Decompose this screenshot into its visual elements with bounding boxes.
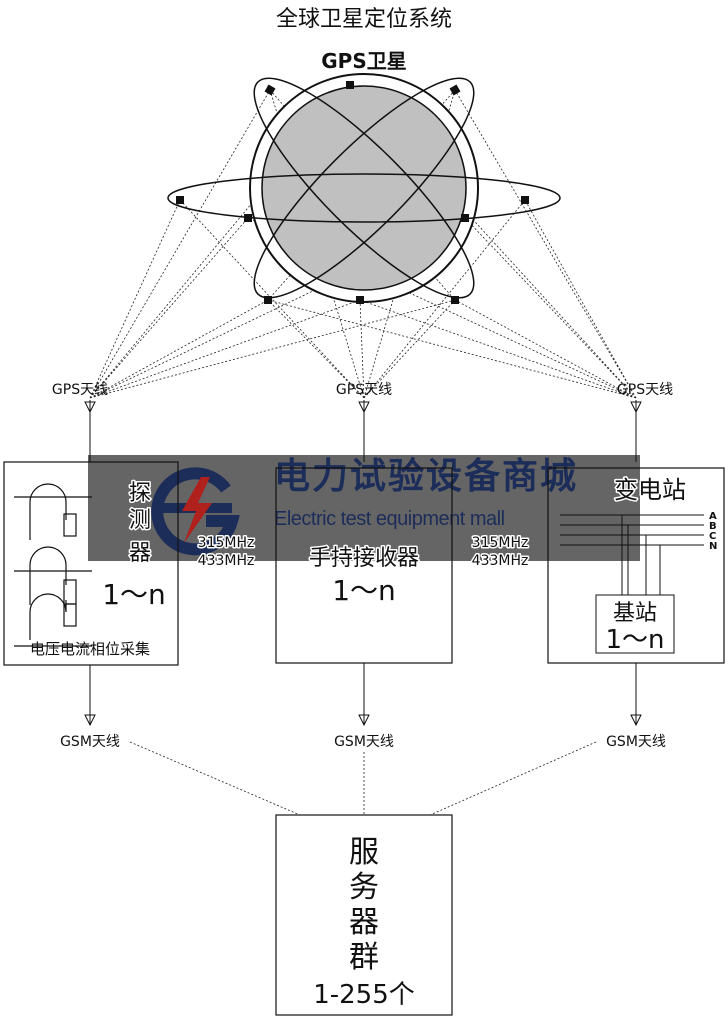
detector-box: 探 测 器 1～n 电压电流相位采集 (3, 461, 179, 666)
clamp-sensor-icons (14, 483, 92, 647)
phase-n: N (709, 541, 717, 552)
gps-antennas (84, 400, 642, 462)
gps-antenna-label-left: GPS天线 (52, 382, 108, 398)
gsm-antenna-label-center: GSM天线 (334, 734, 394, 750)
server-count: 1-255个 (313, 980, 415, 1010)
receiver-box: 手持接收器 1～n (275, 467, 453, 664)
gsm-links (129, 741, 597, 816)
freq-right-1: 315MHz (472, 535, 529, 551)
phase-b: B (709, 521, 717, 532)
phase-lines (560, 514, 704, 595)
base-station-count: 1～n (605, 625, 664, 655)
earth (167, 73, 561, 303)
server-title-char-1: 服 (349, 835, 379, 870)
base-station-title: 基站 (613, 601, 657, 626)
substation-title: 变电站 (614, 476, 686, 504)
detector-title-char-3: 器 (129, 541, 151, 566)
phase-a: A (709, 511, 717, 522)
gsm-antenna-label-right: GSM天线 (606, 734, 666, 750)
gps-antenna-label-right: GPS天线 (617, 382, 673, 398)
gsm-antennas (84, 663, 642, 727)
phase-c: C (709, 531, 716, 542)
detector-title-char-1: 探 (129, 481, 151, 506)
watermark-logo-icon (151, 467, 240, 556)
freq-left-1: 315MHz (198, 535, 255, 551)
watermark-title: 电力试验设备商城 (274, 456, 579, 497)
server-title-char-4: 群 (349, 940, 379, 975)
receiver-count: 1～n (332, 574, 396, 607)
gsm-antenna-label-left: GSM天线 (60, 734, 120, 750)
watermark-subtitle: Electric test equipment mall (274, 508, 505, 530)
receiver-title: 手持接收器 (309, 546, 419, 571)
diagram-title: 全球卫星定位系统 (276, 7, 452, 32)
detector-caption: 电压电流相位采集 (30, 640, 150, 658)
freq-left-2: 433MHz (198, 553, 255, 569)
satellites (176, 81, 529, 304)
gps-antenna-label-center: GPS天线 (336, 382, 392, 398)
server-title-char-3: 器 (349, 905, 379, 940)
freq-right-2: 433MHz (472, 553, 529, 569)
substation-box: 变电站 A B C N 基站 1～n (547, 467, 725, 664)
server-title-char-2: 务 (349, 870, 379, 905)
detector-title-char-2: 测 (129, 508, 151, 533)
detector-count: 1～n (102, 578, 166, 611)
server-box: 服 务 器 群 1-255个 (275, 814, 453, 1016)
satellite-label: GPS卫星 (321, 49, 406, 73)
